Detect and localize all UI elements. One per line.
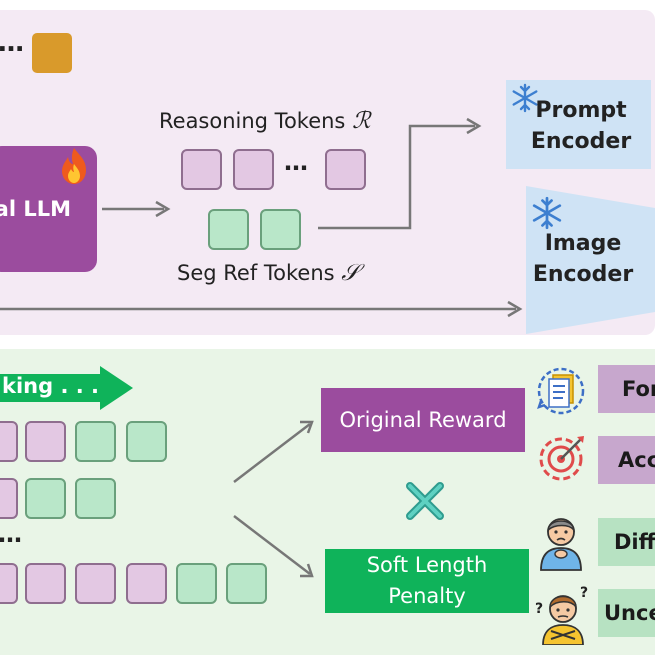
original-reward-box: Original Reward: [321, 388, 525, 452]
image-encoder-box: [526, 186, 655, 334]
reasoning-symbol: ℛ: [352, 108, 371, 134]
top-dots: …: [0, 28, 24, 58]
arrow-to-original-reward: [233, 420, 314, 483]
arrow-to-image-encoder: [0, 300, 523, 318]
svg-text:?: ?: [580, 585, 588, 601]
reasoning-dots: …: [284, 148, 308, 176]
token-green: [75, 421, 116, 462]
right-box-accuracy: Acc: [598, 436, 655, 484]
right-label-format: For: [622, 377, 655, 401]
person-hurry-icon: [540, 518, 582, 571]
token-purple: [0, 478, 18, 519]
token-green: [75, 478, 116, 519]
right-label-uncertainty: Unce: [604, 601, 655, 625]
right-box-format: For: [598, 365, 655, 413]
token-purple: [0, 421, 18, 462]
token-purple: [126, 563, 167, 604]
prompt-encoder-label: Prompt Encoder: [530, 98, 632, 154]
right-label-accuracy: Acc: [618, 448, 655, 472]
reasoning-token: [325, 149, 366, 190]
original-reward-label: Original Reward: [339, 408, 507, 432]
person-confused-icon: ? ?: [535, 585, 588, 645]
orange-token: [32, 33, 72, 73]
soft-length-penalty-box: Soft Length Penalty: [325, 549, 529, 613]
fire-icon: [62, 148, 86, 184]
reasoning-token: [181, 149, 222, 190]
arrow-segref-to-prompt: [318, 117, 482, 230]
token-green: [126, 421, 167, 462]
right-box-uncertainty: Unce: [598, 589, 655, 637]
snowflake-icon: [512, 83, 538, 113]
thinking-arrow: [0, 366, 133, 410]
snowflake-icon: [532, 196, 562, 230]
arrow-llm-to-tokens: [102, 200, 171, 218]
right-label-difficulty: Diff: [614, 530, 655, 554]
llm-label: al LLM: [0, 197, 71, 221]
token-purple: [25, 563, 66, 604]
token-green: [226, 563, 267, 604]
image-encoder-label: Image Encoder: [532, 231, 634, 287]
token-purple: [0, 563, 18, 604]
segref-token: [208, 209, 249, 250]
token-purple: [75, 563, 116, 604]
thinking-label: king . . .: [2, 374, 100, 398]
token-purple: [25, 421, 66, 462]
token-green: [25, 478, 66, 519]
arrow-to-soft-length: [233, 515, 314, 578]
reasoning-token: [233, 149, 274, 190]
token-green: [176, 563, 217, 604]
soft-length-label-line1: Soft Length: [366, 553, 488, 577]
svg-text:?: ?: [535, 601, 543, 617]
document-cycle-icon: [537, 367, 585, 415]
soft-length-label-line2: Penalty: [388, 584, 466, 608]
cross-icon: [406, 482, 444, 520]
target-icon: [539, 436, 584, 481]
segref-symbol: 𝒮: [341, 260, 360, 286]
segref-token: [260, 209, 301, 250]
right-box-difficulty: Diff: [598, 518, 655, 566]
reasoning-tokens-label: Reasoning Tokens ℛ: [159, 108, 371, 134]
bottom-dots: …: [0, 520, 22, 548]
segref-tokens-label: Seg Ref Tokens 𝒮: [177, 260, 360, 286]
